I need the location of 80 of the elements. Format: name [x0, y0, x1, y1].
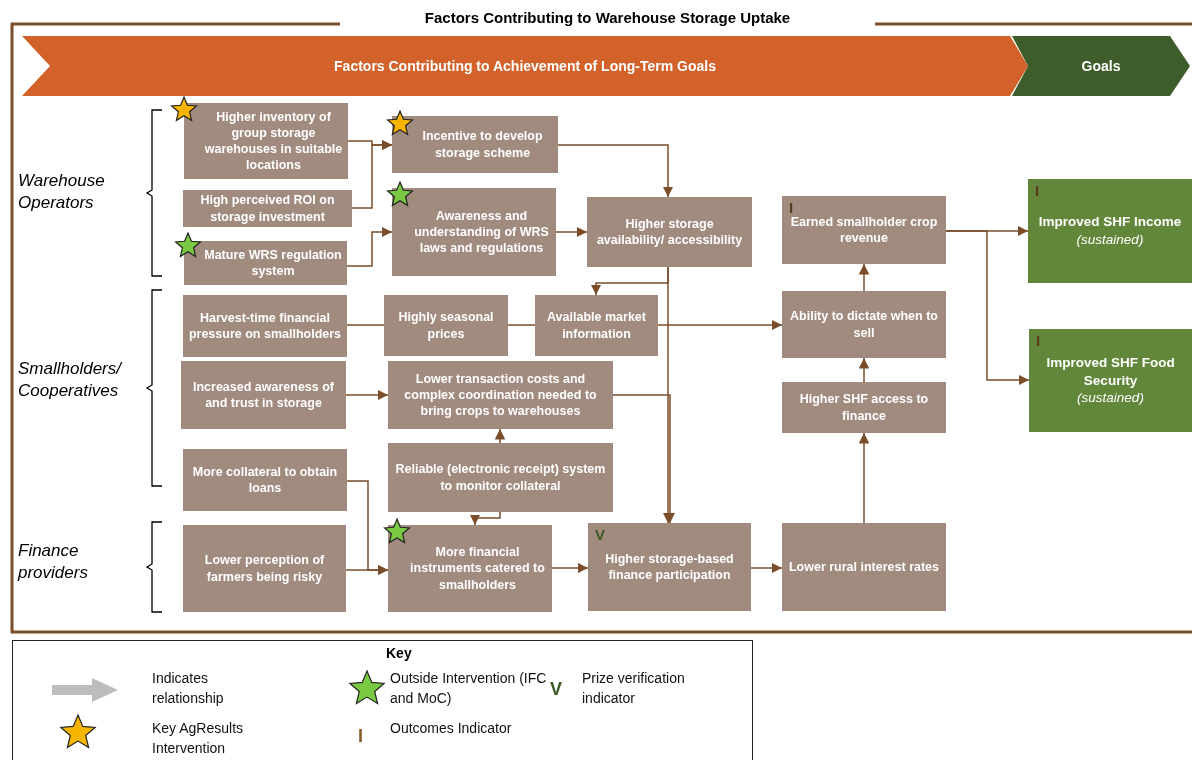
- arrow: [469, 511, 501, 526]
- factor-box: [388, 361, 613, 429]
- group-label: Warehouse Operators: [18, 170, 106, 215]
- arrow: [551, 562, 589, 574]
- box-text: More collateral to obtain loans: [191, 463, 339, 497]
- arrow: [557, 144, 674, 198]
- factor-box: [392, 188, 556, 276]
- goal-box: [1029, 329, 1192, 432]
- goals-chevron: [1012, 36, 1190, 96]
- arrow: [858, 357, 870, 383]
- banner-text: Factors Contributing to Achievement of Long-Term Goals: [334, 56, 716, 76]
- box-text: Ability to dictate when to sell: [789, 308, 939, 341]
- factor-box: [782, 291, 946, 358]
- box-text: Available market information: [546, 309, 647, 342]
- box-text: Improved SHF Income: [1038, 213, 1182, 231]
- legend-text: Key AgResults Intervention: [152, 719, 245, 759]
- diagram-title: Factors Contributing to Warehouse Storage Uptake: [340, 9, 875, 26]
- arrow: [858, 432, 870, 524]
- indicator-mark: I: [1035, 181, 1040, 201]
- factor-box: [384, 295, 508, 356]
- verification-mark: V: [550, 678, 562, 701]
- factor-box: [392, 116, 558, 173]
- factor-box: [388, 525, 552, 612]
- factor-box: [183, 190, 352, 227]
- arrow: [945, 230, 1030, 386]
- box-text: Higher inventory of group storage warehouses in suitable locations: [204, 108, 343, 174]
- arrow: [750, 562, 783, 574]
- verification-mark: V: [595, 525, 605, 545]
- factor-box: [782, 196, 946, 264]
- factor-box: [535, 295, 658, 356]
- legend-title: Key: [386, 644, 412, 663]
- chevron-banner: [22, 36, 1028, 96]
- goal-box: [1028, 179, 1192, 283]
- box-text: Higher storage availability/ accessibility: [595, 215, 744, 249]
- factor-box: [183, 449, 347, 511]
- arrow: [612, 394, 676, 524]
- arrow: [858, 263, 870, 292]
- arrow: [494, 428, 506, 444]
- factor-box: [184, 241, 347, 285]
- arrow: [345, 564, 389, 576]
- arrow: [346, 226, 393, 267]
- box-text: Lower transaction costs and complex coordination needed to bring crops to warehouses: [403, 370, 598, 420]
- banner-text: Goals: [1081, 56, 1121, 76]
- group-label: Smallholders/ Cooperatives: [18, 358, 124, 403]
- factor-box: [183, 525, 346, 612]
- factor-box: [388, 443, 613, 512]
- arrow: [345, 389, 389, 401]
- factor-box: [181, 361, 346, 429]
- box-text: Lower perception of farmers being risky: [203, 552, 326, 585]
- factor-box: [587, 197, 752, 267]
- arrow: [657, 319, 783, 331]
- arrow: [555, 226, 588, 238]
- indicator-mark: I: [1036, 331, 1041, 351]
- box-text: Higher storage-based finance participation: [604, 550, 735, 584]
- factor-box: [782, 523, 946, 611]
- box-text: High perceived ROI on storage investment: [199, 192, 336, 225]
- box-text: More financial instruments catered to smallholders: [409, 544, 546, 593]
- box-text: Harvest-time financial pressure on smallholders: [188, 309, 342, 343]
- box-text: Improved SHF Food Security: [1045, 354, 1176, 390]
- box-text: Increased awareness of and trust in storage: [191, 378, 335, 412]
- box-text: Mature WRS regulation system: [204, 246, 342, 280]
- group-label: Finance providers: [18, 540, 89, 585]
- factor-box: [184, 103, 348, 179]
- legend-text: Indicates relationship: [152, 669, 225, 709]
- box-text: Reliable (electronic receipt) system to monitor collateral: [394, 461, 607, 494]
- box-text: (sustained): [1076, 231, 1144, 249]
- box-text: Awareness and understanding of WRS laws and regulations: [413, 207, 550, 257]
- box-text: (sustained): [1077, 389, 1144, 407]
- factor-box: [588, 523, 751, 611]
- factor-box: [782, 382, 946, 433]
- legend-text: Outcomes Indicator: [390, 719, 513, 738]
- indicator-mark: I: [358, 725, 363, 748]
- box-text: Higher SHF access to finance: [798, 391, 930, 424]
- box-text: Incentive to develop storage scheme: [421, 128, 544, 161]
- legend-text: Prize verification indicator: [582, 669, 686, 709]
- legend-text: Outside Intervention (IFC and MoC): [390, 669, 548, 709]
- factor-box: [183, 295, 347, 357]
- box-text: Highly seasonal prices: [397, 309, 495, 342]
- box-text: Lower rural interest rates: [788, 558, 940, 576]
- arrow: [351, 139, 393, 209]
